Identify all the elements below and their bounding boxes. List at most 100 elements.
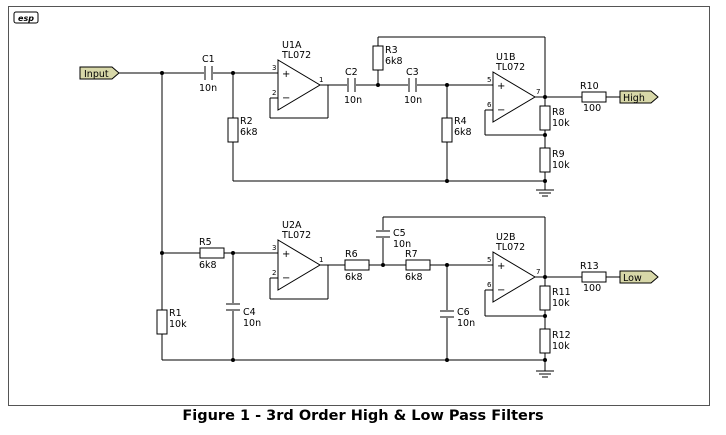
svg-text:7: 7: [536, 88, 540, 96]
opamp-u2a: + − 3 2 1 U2A TL072: [272, 220, 323, 291]
resistor-r5: R5 6k8: [199, 237, 225, 271]
svg-text:+: +: [282, 69, 290, 80]
resistor-r7: R7 6k8: [405, 249, 431, 283]
capacitor-c6: C6 10n: [440, 307, 475, 329]
svg-text:10n: 10n: [199, 83, 217, 94]
svg-text:10k: 10k: [552, 160, 570, 171]
capacitor-c5: C5 10n: [376, 228, 411, 250]
svg-text:10k: 10k: [552, 341, 570, 352]
resistor-r6: R6 6k8: [344, 249, 370, 283]
resistor-r3: R3 6k8: [372, 45, 403, 71]
svg-text:2: 2: [272, 89, 276, 97]
svg-text:−: −: [497, 105, 505, 116]
resistor-r11: R11 10k: [539, 285, 571, 311]
svg-text:10n: 10n: [404, 95, 422, 106]
opamp-u1a: + − 3 2 1 U1A TL072: [272, 40, 323, 111]
svg-text:U1A: U1A: [282, 40, 302, 51]
svg-text:5: 5: [487, 256, 491, 264]
svg-text:TL072: TL072: [281, 230, 311, 241]
svg-text:10n: 10n: [344, 95, 362, 106]
svg-text:R9: R9: [552, 149, 565, 160]
svg-text:−: −: [497, 285, 505, 296]
high-pass-section: Input: [79, 36, 659, 360]
resistor-r9: R9 10k: [539, 147, 570, 173]
svg-text:6: 6: [487, 101, 492, 109]
svg-text:100: 100: [583, 283, 601, 294]
svg-text:2: 2: [272, 269, 276, 277]
svg-text:−: −: [282, 273, 290, 284]
capacitor-c2: C2 10n: [344, 67, 362, 106]
svg-text:+: +: [282, 249, 290, 260]
resistor-r2: R2 6k8: [227, 116, 258, 143]
svg-text:1: 1: [319, 256, 323, 264]
svg-text:+: +: [497, 261, 505, 272]
svg-text:7: 7: [536, 268, 540, 276]
low-port: [619, 270, 659, 284]
svg-text:R4: R4: [454, 116, 467, 127]
svg-text:U1B: U1B: [496, 52, 516, 63]
svg-text:C3: C3: [406, 67, 419, 78]
svg-text:10n: 10n: [457, 318, 475, 329]
svg-text:10k: 10k: [552, 298, 570, 309]
resistor-r4: R4 6k8: [441, 116, 472, 143]
opamp-u2b: + − 5 6 7 U2B TL072: [487, 232, 540, 303]
svg-text:R1: R1: [169, 308, 182, 319]
svg-text:U2B: U2B: [496, 232, 516, 243]
svg-text:100: 100: [583, 103, 601, 114]
svg-text:10n: 10n: [243, 318, 261, 329]
svg-text:R3: R3: [385, 45, 398, 56]
esp-logo: esp: [13, 11, 39, 24]
svg-text:10n: 10n: [393, 239, 411, 250]
svg-text:R5: R5: [199, 237, 212, 248]
svg-text:R7: R7: [405, 249, 418, 260]
svg-text:6: 6: [487, 281, 492, 289]
svg-text:U2A: U2A: [282, 220, 302, 231]
svg-text:1: 1: [319, 76, 323, 84]
svg-text:6k8: 6k8: [199, 260, 217, 271]
svg-text:R10: R10: [580, 81, 599, 92]
svg-text:6k8: 6k8: [345, 272, 363, 283]
capacitor-c3: C3 10n: [404, 67, 422, 106]
low-pass-section: R5 6k8 C4 10n R1 10k + − 3 2 1 U2A TL072: [156, 216, 659, 378]
svg-text:6k8: 6k8: [385, 56, 403, 67]
resistor-r1: R1 10k: [156, 308, 187, 360]
figure-caption: Figure 1 - 3rd Order High & Low Pass Fil…: [182, 408, 544, 424]
input-port: [79, 66, 120, 80]
svg-text:C2: C2: [345, 67, 358, 78]
resistor-r10: R10 100: [580, 81, 607, 114]
high-port: [619, 90, 659, 104]
svg-text:TL072: TL072: [495, 242, 525, 253]
svg-text:TL072: TL072: [495, 62, 525, 73]
svg-text:esp: esp: [18, 14, 34, 23]
svg-text:+: +: [497, 81, 505, 92]
svg-text:R13: R13: [580, 261, 599, 272]
resistor-r13: R13 100: [580, 261, 607, 294]
svg-text:5: 5: [487, 76, 491, 84]
capacitor-c1: C1 10n: [199, 54, 217, 94]
opamp-u1b: + − 5 6 7 U1B TL072: [487, 52, 540, 123]
svg-text:C6: C6: [457, 307, 470, 318]
svg-text:R6: R6: [345, 249, 358, 260]
svg-text:3: 3: [272, 64, 276, 72]
svg-text:6k8: 6k8: [405, 272, 423, 283]
svg-text:3: 3: [272, 244, 276, 252]
high-port-label: High: [623, 93, 645, 104]
svg-text:C4: C4: [243, 307, 256, 318]
resistor-r12: R12 10k: [539, 328, 571, 354]
svg-text:6k8: 6k8: [454, 127, 472, 138]
svg-text:TL072: TL072: [281, 50, 311, 61]
svg-text:R2: R2: [240, 116, 253, 127]
svg-text:R11: R11: [552, 287, 571, 298]
input-port-label: Input: [84, 69, 109, 80]
svg-text:10k: 10k: [169, 319, 187, 330]
svg-text:R12: R12: [552, 330, 571, 341]
svg-text:R8: R8: [552, 107, 565, 118]
resistor-r8: R8 10k: [539, 105, 570, 131]
capacitor-c4: C4 10n: [226, 303, 261, 329]
svg-text:C5: C5: [393, 228, 406, 239]
svg-text:C1: C1: [202, 54, 215, 65]
svg-text:−: −: [282, 93, 290, 104]
svg-text:10k: 10k: [552, 118, 570, 129]
svg-text:6k8: 6k8: [240, 127, 258, 138]
